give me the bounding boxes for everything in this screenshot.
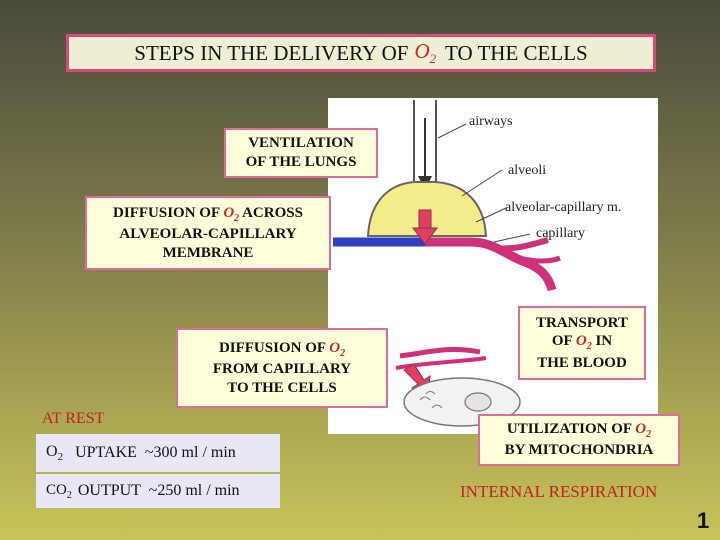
diffusion-cells-line1: DIFFUSION OF O2 — [219, 339, 345, 361]
tissue-capillary — [399, 346, 481, 359]
utilization-pre: UTILIZATION OF — [506, 420, 636, 437]
diffusion-membrane-o2-sub: 2 — [234, 212, 240, 224]
diffusion-cells-o2: O2 — [329, 339, 346, 359]
transport-box: TRANSPORT OF O2 IN THE BLOOD — [518, 306, 646, 380]
diffusion-membrane-line3: MEMBRANE — [162, 244, 254, 261]
title-o2: O2 — [414, 39, 436, 67]
diffusion-cells-box: DIFFUSION OF O2 FROM CAPILLARY TO THE CE… — [176, 328, 388, 408]
transport-pre: OF — [551, 333, 576, 350]
diffusion-membrane-line2: ALVEOLAR-CAPILLARY — [119, 226, 297, 242]
utilization-box: UTILIZATION OF O2 BY MITOCHONDRIA — [478, 414, 680, 466]
diffusion-cells-o2-sub: 2 — [340, 347, 346, 359]
at-rest-heading: AT REST — [42, 410, 105, 427]
co2-output-row: CO2 OUTPUT ~250 ml / min — [36, 474, 280, 508]
title-text-after: TO THE CELLS — [440, 40, 588, 65]
airways-pointer — [437, 123, 467, 139]
diffusion-membrane-post: ACROSS — [239, 204, 303, 221]
ventilation-box: VENTILATION OF THE LUNGS — [224, 128, 378, 178]
label-capillary: capillary — [536, 226, 585, 241]
diffusion-cells-line2: FROM CAPILLARY — [212, 361, 352, 377]
diffusion-arrow-shaft — [418, 209, 432, 231]
ventilation-line2: OF THE LUNGS — [245, 154, 357, 170]
utilization-o2-letter: O — [635, 420, 647, 437]
label-alveolar-capillary-membrane: alveolar-capillary m. — [505, 200, 622, 215]
arterial-branch-2 — [519, 255, 561, 264]
label-alveoli: alveoli — [508, 163, 547, 178]
alveoli-pointer — [461, 169, 503, 197]
page-title: STEPS IN THE DELIVERY OF O2 TO THE CELLS — [66, 34, 656, 72]
co2-output-text: OUTPUT ~250 ml / min — [77, 482, 240, 499]
utilization-o2: O2 — [635, 420, 652, 440]
o2-uptake-text: UPTAKE ~300 ml / min — [75, 444, 236, 461]
label-airways: airways — [469, 114, 513, 129]
airway-tube — [413, 100, 437, 182]
utilization-o2-sub: 2 — [646, 428, 652, 440]
utilization-line1: UTILIZATION OF O2 — [507, 420, 651, 442]
co2-output-gas: CO2 — [46, 482, 72, 501]
transport-o2-letter: O — [575, 333, 587, 350]
o2-uptake-gas-sub: 2 — [57, 451, 64, 464]
diffusion-membrane-line1: DIFFUSION OF O2 ACROSS — [113, 204, 303, 226]
o2-uptake-gas-letter: O — [46, 442, 58, 460]
tissue-capillary-2 — [395, 356, 487, 370]
diffusion-arrow-head — [412, 227, 438, 245]
capillary-pointer — [493, 233, 531, 243]
transport-line3: THE BLOOD — [537, 354, 627, 371]
ventilation-line1: VENTILATION — [248, 135, 354, 152]
diffusion-membrane-o2: O2 — [223, 204, 240, 224]
diffusion-membrane-o2-letter: O — [223, 204, 235, 221]
membrane-pointer — [475, 207, 507, 223]
cell-nucleus — [464, 392, 492, 412]
transport-line2: OF O2 IN — [552, 332, 612, 354]
o2-uptake-gas: O2 — [46, 443, 63, 463]
o2-uptake-row: O2 UPTAKE ~300 ml / min — [36, 434, 280, 472]
page-number: 1 — [697, 508, 710, 533]
diffusion-cells-o2-letter: O — [329, 339, 341, 356]
mitochondria — [419, 391, 443, 409]
transport-post: IN — [591, 333, 613, 350]
transport-o2-sub: 2 — [586, 341, 592, 353]
title-text-before: STEPS IN THE DELIVERY OF — [134, 40, 409, 65]
arterial-branch — [494, 237, 549, 252]
title-o2-letter: O — [414, 38, 430, 63]
diffusion-membrane-pre: DIFFUSION OF — [113, 204, 224, 221]
co2-output-gas-sub: 2 — [66, 489, 72, 501]
diffusion-cells-line3: TO THE CELLS — [227, 379, 337, 396]
diffusion-cells-pre: DIFFUSION OF — [218, 339, 330, 356]
transport-o2: O2 — [575, 333, 592, 353]
diffusion-membrane-box: DIFFUSION OF O2 ACROSS ALVEOLAR-CAPILLAR… — [85, 196, 331, 270]
arterial-capillary — [425, 237, 557, 292]
transport-line1: TRANSPORT — [536, 314, 628, 331]
utilization-line2: BY MITOCHONDRIA — [504, 442, 654, 459]
title-o2-sub: 2 — [429, 51, 437, 67]
internal-respiration-label: INTERNAL RESPIRATION — [460, 482, 658, 501]
co2-output-gas-letter: CO — [46, 481, 67, 498]
